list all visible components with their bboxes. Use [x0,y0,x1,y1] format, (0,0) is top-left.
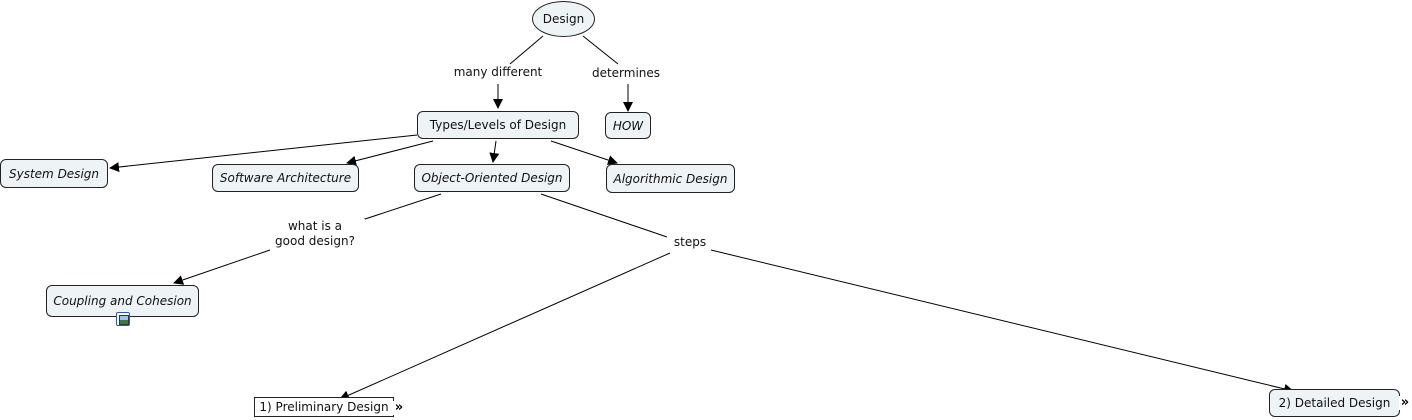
line-steps-to-preliminary [339,252,671,400]
link-phrase-steps: steps [668,235,712,249]
concept-detailed-design[interactable]: 2) Detailed Design [1269,389,1400,417]
concept-preliminary-design[interactable]: 1) Preliminary Design [254,397,394,417]
link-phrase-good-design: good design? [265,234,365,248]
concept-how[interactable]: HOW [605,112,651,139]
line-ood-to-steps [540,193,668,238]
line-types-to-software-architecture [346,140,434,166]
line-steps-to-detailed [710,249,1294,394]
concept-object-oriented-design[interactable]: Object-Oriented Design [414,164,570,192]
concept-types-levels-of-design[interactable]: Types/Levels of Design [417,111,579,139]
concept-software-architecture[interactable]: Software Architecture [212,164,359,192]
concept-algorithmic-design[interactable]: Algorithmic Design [606,164,735,193]
line-design-to-determines [582,35,619,65]
link-phrase-determines: determines [588,66,664,80]
concept-design[interactable]: Design [532,1,595,37]
link-phrase-many-different: many different [449,65,547,79]
line-good-design-to-coupling [173,249,271,285]
link-phrase-what-is-a: what is a [265,219,365,233]
image-resource-icon[interactable] [116,312,130,326]
line-types-to-system-design [109,134,418,173]
concept-system-design[interactable]: System Design [0,159,108,188]
line-ood-to-good-design [361,193,442,221]
line-types-to-algorithmic-design [550,140,618,165]
double-chevron-right-icon[interactable]: » [1399,395,1411,410]
double-chevron-right-icon[interactable]: » [393,400,405,415]
line-types-to-object-oriented-design [489,140,500,163]
concept-coupling-and-cohesion[interactable]: Coupling and Cohesion [46,285,199,317]
line-design-to-many-different [509,35,544,65]
